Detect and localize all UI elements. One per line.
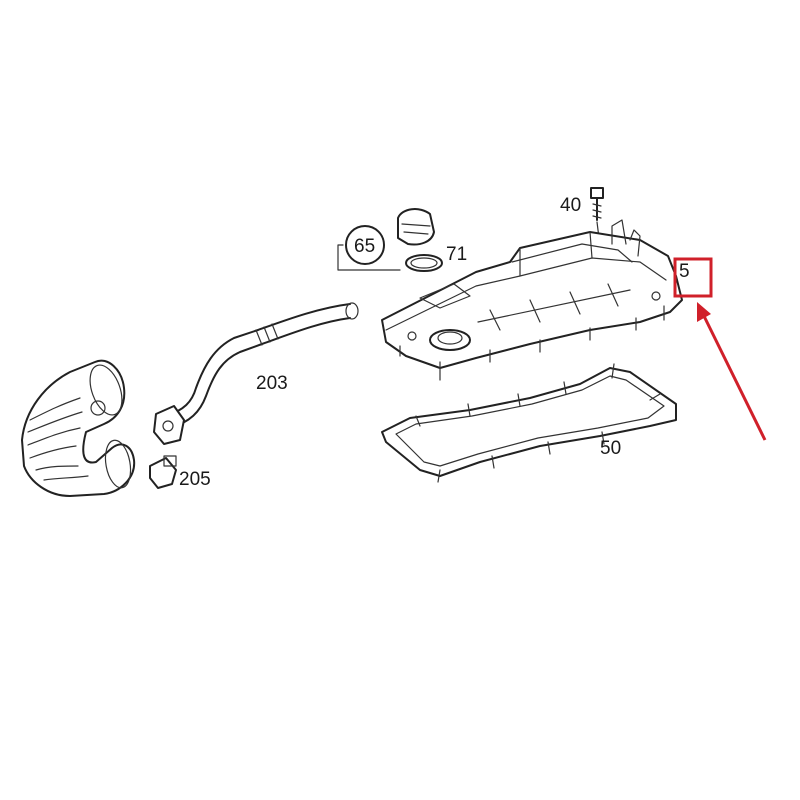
highlight-arrow xyxy=(700,311,767,441)
intake-hose xyxy=(21,359,136,497)
arrow-head xyxy=(697,302,711,322)
small-connector xyxy=(149,455,177,489)
breather-hose xyxy=(165,302,359,429)
callout-205: 205 xyxy=(179,469,211,490)
callout-65: 65 xyxy=(354,236,375,257)
oil-filler-cap xyxy=(397,208,435,246)
valve-cover xyxy=(381,219,683,381)
gasket xyxy=(381,363,677,483)
seal-ring xyxy=(405,254,443,272)
callout-203: 203 xyxy=(256,373,288,394)
hose-connector xyxy=(153,405,185,445)
highlight-box xyxy=(673,257,713,298)
callout-71: 71 xyxy=(446,244,467,265)
callout-40: 40 xyxy=(560,195,581,216)
callout-50: 50 xyxy=(600,438,621,459)
highlight-annotation xyxy=(673,257,767,441)
callout-oil-cap xyxy=(337,225,401,271)
callout-5: 5 xyxy=(679,261,690,282)
